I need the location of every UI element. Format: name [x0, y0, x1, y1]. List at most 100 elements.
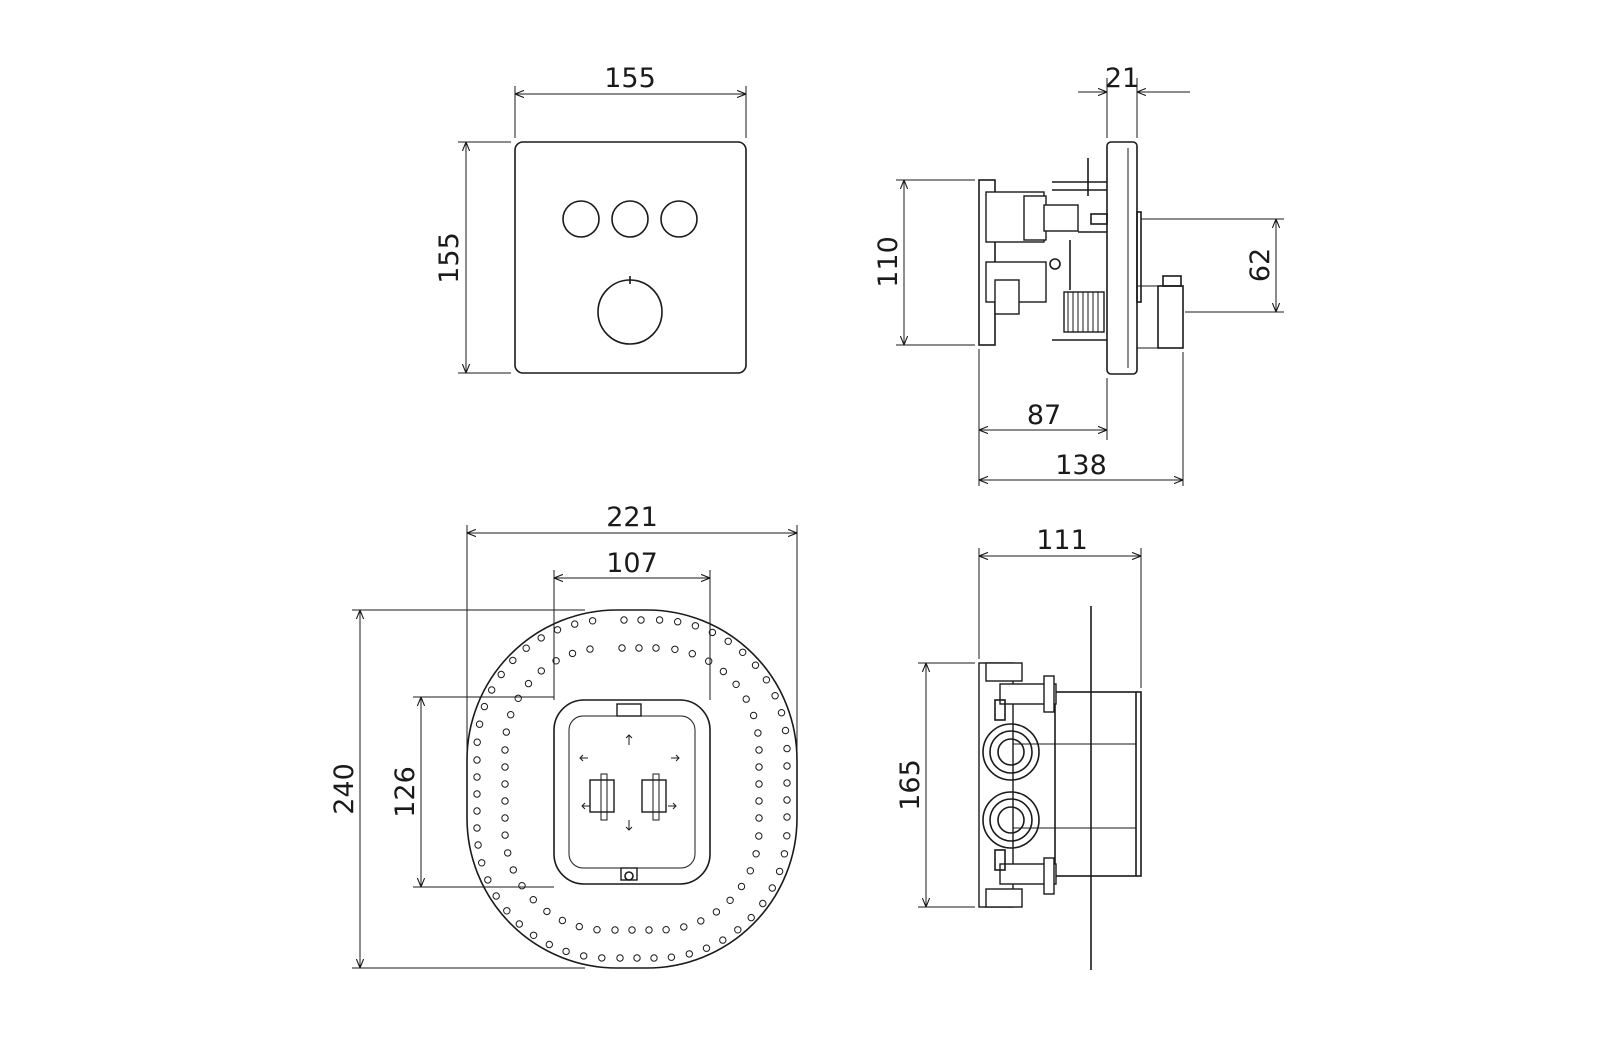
sleeve [1054, 691, 1142, 877]
valve-body-view: 111 165 [895, 525, 1142, 970]
mounting-hole [474, 841, 482, 849]
dim-box-height: 240 [329, 763, 360, 815]
side-view: 21 110 62 87 138 [873, 63, 1284, 486]
mounting-hole [529, 896, 537, 904]
mounting-hole [562, 947, 570, 956]
mounting-hole [777, 709, 786, 717]
mounting-hole [501, 814, 509, 822]
mounting-hole [488, 686, 496, 694]
mounting-hole [635, 644, 643, 652]
mounting-hole [705, 657, 713, 665]
dim-body-depth: 111 [1036, 525, 1088, 556]
mounting-hole [662, 926, 670, 934]
mounting-hole [552, 657, 560, 665]
mounting-hole [655, 616, 664, 624]
mounting-hole [674, 618, 682, 626]
mounting-hole [755, 814, 763, 822]
mounting-hole [724, 637, 732, 645]
dim-side-offset: 62 [1245, 248, 1276, 282]
box-inner-recess [553, 699, 711, 885]
port-upper [982, 723, 1040, 781]
mounting-hole [746, 867, 754, 875]
mounting-hole [507, 711, 515, 719]
dim-side-thickness: 21 [1105, 63, 1139, 94]
mounting-hole [473, 773, 481, 781]
dim-side-height: 110 [873, 236, 904, 288]
mounting-hole [719, 936, 727, 944]
mounting-hole [719, 667, 728, 676]
mounting-hole [780, 850, 789, 858]
mounting-hole [775, 867, 784, 876]
mounting-hole [558, 916, 567, 925]
mounting-hole [524, 679, 533, 688]
mounting-hole [504, 849, 512, 857]
mounting-hole [688, 650, 696, 658]
mounting-hole [755, 797, 763, 805]
mounting-hole [726, 896, 734, 904]
mounting-hole [492, 892, 500, 900]
mounting-hole [749, 711, 758, 720]
mounting-hole [502, 728, 510, 736]
mounting-hole [586, 645, 594, 653]
mounting-hole [598, 954, 606, 962]
dim-box-width: 221 [606, 502, 658, 533]
mounting-hole [781, 726, 790, 735]
mounting-hole [509, 866, 517, 874]
side-cover-plate [1106, 141, 1138, 375]
cover-plate [514, 141, 747, 374]
mounting-hole [752, 850, 760, 858]
mounting-hole [501, 797, 509, 805]
push-button-2 [611, 200, 649, 238]
mounting-hole [751, 661, 760, 669]
mounting-hole [501, 831, 509, 839]
mounting-hole [755, 780, 763, 788]
mounting-hole [771, 692, 779, 700]
dim-body-height: 165 [895, 759, 926, 811]
mounting-hole [697, 917, 705, 925]
mounting-hole [473, 807, 481, 815]
mounting-hole [515, 920, 523, 928]
outer-hole-pattern [473, 616, 791, 962]
mounting-hole [543, 907, 551, 916]
mounting-hole [762, 676, 771, 684]
mounting-hole [616, 954, 624, 962]
mounting-hole [529, 931, 538, 939]
mounting-hole [650, 954, 658, 962]
dim-front-width: 155 [604, 63, 656, 94]
thermostatic-knob [597, 279, 663, 345]
mounting-hole [480, 702, 489, 711]
mounting-hole [611, 926, 619, 934]
mounting-hole [568, 649, 577, 658]
mounting-hole [571, 620, 579, 628]
mounting-hole [708, 628, 717, 637]
mounting-hole [783, 762, 791, 770]
mounting-hole [783, 779, 791, 787]
mounting-hole [545, 940, 553, 949]
mounting-hole [739, 648, 747, 656]
mounting-hole [503, 907, 511, 915]
mounting-hole [473, 790, 481, 798]
mounting-hole [509, 656, 517, 665]
mounting-hole [575, 922, 583, 931]
mounting-hole [633, 954, 641, 962]
mounting-hole [553, 626, 562, 634]
mounting-hole [501, 780, 509, 788]
mounting-hole [754, 729, 762, 737]
mounting-hole [742, 695, 750, 703]
mounting-hole [475, 720, 484, 728]
port-lower [982, 791, 1040, 849]
mounting-hole [501, 763, 509, 771]
front-view: 155 155 [434, 63, 747, 374]
mounting-hole [783, 796, 791, 804]
dim-side-depth-138: 138 [1055, 450, 1107, 481]
mounting-box-view: 221 107 240 126 [329, 502, 798, 969]
mounting-hole [484, 876, 492, 884]
mounting-hole [755, 746, 763, 754]
dim-box-inner-width: 107 [606, 548, 658, 579]
mounting-hole [685, 950, 693, 958]
dim-front-height: 155 [434, 232, 465, 284]
mounting-hole [652, 644, 660, 652]
mounting-hole [518, 882, 526, 890]
mounting-hole [501, 746, 509, 754]
mounting-hole [783, 744, 791, 753]
